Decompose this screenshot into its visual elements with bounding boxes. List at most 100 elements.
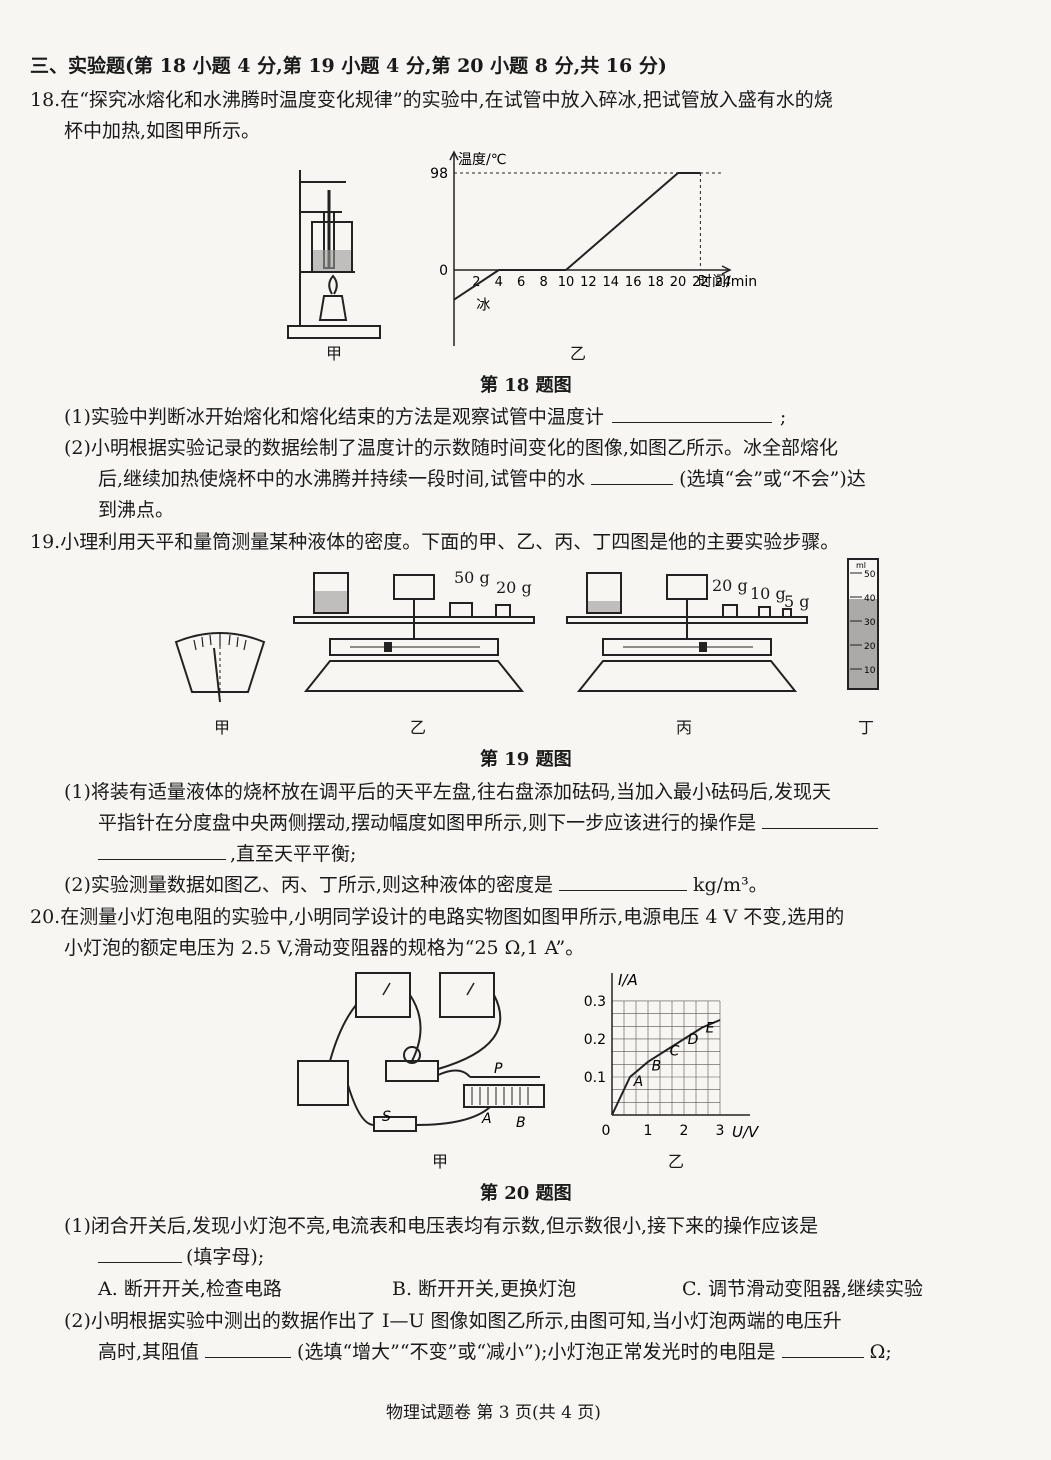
q18-apparatus-figure (287, 170, 381, 339)
x-tick-label: 14 (603, 275, 620, 290)
q20-part1-blank[interactable] (98, 1244, 182, 1263)
x-tick-label: 20 (670, 275, 687, 290)
q19-dial-figure (174, 632, 266, 703)
q20-part2-blank-a[interactable] (205, 1339, 292, 1358)
q19-stem: 19.小理利用天平和量筒测量某种液体的密度。下面的甲、乙、丙、丁四图是他的主要实… (30, 531, 840, 553)
q18-stem-line2: 杯中加热,如图甲所示。 (64, 120, 261, 142)
q20-fig-b-label: 乙 (668, 1152, 685, 1171)
iu-curve (611, 1019, 721, 1116)
iu-y-tick-label: 0.3 (584, 994, 606, 1010)
x-tick-label: 12 (580, 275, 597, 290)
iu-x-tick-label: 3 (716, 1123, 725, 1139)
q18-part2-line1: (2)小明根据实验记录的数据绘制了温度计的示数随时间变化的图像,如图乙所示。冰全… (64, 437, 838, 459)
q20-option-b: B. 断开开关,更换灯泡 (392, 1278, 577, 1300)
weight-10g (758, 606, 771, 618)
q20-option-c: C. 调节滑动变阻器,继续实验 (682, 1278, 923, 1300)
iu-point-label: C (670, 1043, 680, 1059)
beaker (313, 572, 349, 614)
x-tick-label: 2 (472, 275, 480, 290)
q18-fig-b-label: 乙 (570, 344, 587, 363)
q19-weight-5g-label: 5 g (784, 592, 810, 611)
cylinder-tick-label: 10 (864, 666, 876, 676)
q19-fig-caption: 第 19 题图 (480, 749, 572, 770)
stand-base (287, 325, 381, 339)
q19-part1-line1: (1)将装有适量液体的烧杯放在调平后的天平左盘,往右盘添加砝码,当加入最小砝码后… (64, 781, 832, 803)
x-tick-label: 16 (625, 275, 642, 290)
dial-pointer (213, 647, 221, 703)
q19-label-d: 丁 (858, 718, 875, 737)
q20-stem-line2: 小灯泡的额定电压为 2.5 V,滑动变阻器的规格为“25 Ω,1 A”。 (64, 937, 585, 959)
weight-5g (782, 608, 792, 618)
iu-point-label: E (706, 1021, 715, 1037)
beaker (586, 572, 622, 614)
q19-part1-line3: ,直至天平平衡; (98, 840, 356, 869)
x-tick-label: 10 (558, 275, 575, 290)
q19-balance-b-figure (293, 572, 535, 692)
end-a-label: A (481, 1111, 492, 1127)
flame (328, 274, 338, 295)
slider-label: P (494, 1061, 503, 1077)
alcohol-lamp (318, 295, 348, 321)
q19-weight-20g-c-label: 20 g (712, 576, 748, 595)
cylinder-tick-label: 40 (864, 594, 876, 604)
battery (297, 1060, 349, 1106)
q20-stem-line1: 20.在测量小灯泡电阻的实验中,小明同学设计的电路实物图如图甲所示,电源电压 4… (30, 906, 845, 928)
page-footer: 物理试题卷 第 3 页(共 4 页) (386, 1403, 601, 1423)
q18-part2-line2: 后,继续加热使烧杯中的水沸腾并持续一段时间,试管中的水(选填“会”或“不会”)达 (98, 466, 866, 490)
annotation-ice: 冰 (476, 298, 490, 314)
iu-x-tick-label: 0 (602, 1123, 611, 1139)
voltmeter-needle (466, 982, 475, 996)
ammeter-needle (382, 982, 391, 996)
section-header: 三、实验题(第 18 小题 4 分,第 19 小题 4 分,第 20 小题 8 … (30, 55, 667, 77)
q18-stem-line1: 18.在“探究冰熔化和水沸腾时温度变化规律”的实验中,在试管中放入碎冰,把试管放… (30, 89, 833, 111)
q19-label-b: 乙 (410, 718, 427, 737)
cylinder-tick-label: 30 (864, 618, 876, 628)
beaker (311, 221, 353, 273)
q18-part1: (1)实验中判断冰开始熔化和熔化结束的方法是观察试管中温度计; (64, 404, 787, 428)
balance-beam (602, 638, 772, 656)
y-axis-label: 温度/℃ (458, 152, 506, 168)
x-tick-label: 8 (539, 275, 547, 290)
x-tick-label: 22 (692, 275, 709, 290)
series-line-2 (565, 171, 701, 271)
balance-scale-head (393, 574, 435, 600)
q19-weight-50g-label: 50 g (454, 568, 490, 587)
rheostat (463, 1084, 545, 1108)
iu-x-tick-label: 2 (680, 1123, 689, 1139)
balance-scale-head (666, 574, 708, 600)
q18-part2-blank[interactable] (591, 466, 674, 485)
q19-part2-blank[interactable] (558, 872, 687, 891)
q18-fig-a-label: 甲 (326, 344, 343, 363)
x-tick-label: 24 (715, 275, 732, 290)
iu-y-tick-label: 0.2 (584, 1032, 606, 1048)
weight-20g (722, 604, 738, 618)
q20-part2-blank-b[interactable] (781, 1339, 864, 1358)
y-tick-label: 98 (430, 166, 448, 182)
iu-point-label: B (652, 1059, 662, 1075)
q20-fig-caption: 第 20 题图 (480, 1183, 572, 1204)
q20-option-a: A. 断开开关,检查电路 (98, 1278, 282, 1300)
q20-part2-line1: (2)小明根据实验中测出的数据作出了 I—U 图像如图乙所示,由图可知,当小灯泡… (64, 1310, 842, 1332)
iu-x-label: U/V (732, 1123, 760, 1141)
balance-beam (329, 638, 499, 656)
q19-balance-c-figure (566, 572, 808, 692)
q18-part1-blank[interactable] (611, 404, 772, 423)
q20-part1-line1: (1)闭合开关后,发现小灯泡不亮,电流表和电压表均有示数,但示数很小,接下来的操… (64, 1215, 819, 1237)
q19-part1-blank-a[interactable] (762, 810, 879, 829)
iu-point-label: D (688, 1032, 699, 1048)
cylinder-tick-label: 20 (864, 642, 876, 652)
series-line-0 (453, 269, 500, 301)
x-tick-label: 18 (647, 275, 664, 290)
iu-point-label: A (633, 1074, 644, 1090)
end-b-label: B (516, 1115, 526, 1131)
y-axis-arrow (449, 150, 459, 161)
q19-weight-10g-label: 10 g (750, 584, 786, 603)
weight-20g (495, 604, 511, 618)
q20-circuit-figure: S P A B (297, 972, 545, 1132)
q19-part1-line2: 平指针在分度盘中央两侧摆动,摆动幅度如图甲所示,则下一步应该进行的操作是 (98, 809, 879, 838)
balance-base (576, 660, 798, 692)
q19-part1-blank-b[interactable] (98, 841, 226, 860)
x-axis-label: 时间/min (698, 274, 757, 290)
